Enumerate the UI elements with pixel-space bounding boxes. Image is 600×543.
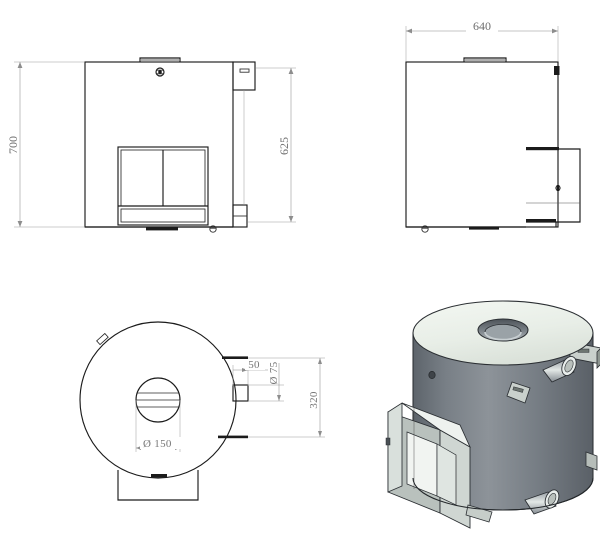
plan-duct-tab — [151, 474, 167, 478]
iso-lower-pipe-bore — [547, 493, 557, 505]
dim-overall-width-640: 640 — [405, 19, 559, 61]
dim-overall-height-700: 700 — [6, 61, 84, 228]
dim-640-arrow-right — [552, 28, 558, 34]
dim-640-label: 640 — [473, 19, 491, 33]
side-base-caster — [421, 225, 429, 233]
front-base-foot — [146, 227, 178, 231]
isometric-view — [385, 300, 600, 529]
dim-625-arrow-bottom — [288, 216, 294, 222]
front-base-caster — [209, 225, 217, 233]
dim-150-arrow-left — [136, 446, 141, 450]
side-elevation-view: 640 — [405, 19, 581, 233]
iso-lifting-lug-front — [506, 381, 531, 404]
dim-flue-diameter-150: Ø 150 — [135, 400, 182, 452]
front-elevation-view: 700 625 — [6, 57, 296, 233]
front-upper-lug-slot — [239, 68, 250, 73]
dim-75-arrow-bottom — [277, 395, 281, 401]
side-top-bracket — [463, 57, 507, 62]
dim-150-text-mask — [140, 437, 182, 449]
plan-outer-shell-circle — [79, 321, 237, 479]
iso-duct-opening-inner — [436, 443, 457, 506]
side-duct-top-plate — [526, 147, 559, 151]
iso-cylinder-bottom-arc — [412, 477, 594, 511]
front-top-bracket — [139, 57, 181, 62]
front-top-bolt-detail — [156, 69, 164, 75]
side-duct-bottom-plate — [526, 219, 556, 223]
iso-duct-bolt — [385, 437, 391, 446]
side-upper-lug — [554, 66, 560, 75]
dim-flue-height-625: 625 — [243, 67, 296, 223]
iso-duct-rear-face — [387, 402, 403, 493]
dim-700-arrow-bottom — [17, 221, 23, 227]
plan-pipe-flange-bottom-fill — [218, 435, 248, 439]
dim-700-label: 700 — [6, 136, 20, 154]
dim-duct-width-320: 320 — [248, 357, 325, 438]
plan-pipe-stub — [232, 384, 249, 402]
iso-lifting-lug-front-slot — [512, 386, 524, 393]
plan-upper-lug — [96, 332, 109, 346]
plan-view: Ø 150 50 Ø 75 320 — [79, 321, 325, 501]
iso-upper-pipe-bore — [564, 359, 574, 373]
front-duct-outline — [117, 146, 209, 226]
front-top-bolt-inner — [158, 70, 162, 74]
side-duct-outline — [526, 148, 581, 227]
iso-lifting-lug-lower — [585, 451, 598, 471]
front-duct-skirt — [120, 208, 206, 223]
iso-lifting-lug-right-edge — [596, 348, 600, 369]
plan-duct-rectangle — [117, 470, 199, 501]
plan-pipe-flange-top-fill — [222, 356, 248, 359]
dim-625-arrow-top — [288, 68, 294, 74]
dim-320-arrow-top — [318, 358, 322, 364]
dim-640-arrow-left — [406, 28, 412, 34]
dim-640-text-mask — [466, 19, 498, 32]
iso-sensor-port — [428, 371, 436, 379]
dim-700-arrow-top — [17, 62, 23, 68]
dim-320-label: 320 — [308, 391, 320, 409]
dim-pipe-diameter-75: Ø 75 — [248, 361, 284, 402]
plan-upper-lug-group — [96, 332, 109, 346]
dim-75-label: Ø 75 — [268, 361, 280, 384]
dim-50-text-mask — [245, 359, 265, 370]
dim-625-label: 625 — [277, 137, 291, 155]
side-base-foot — [469, 227, 499, 230]
iso-flue-collar-highlight — [484, 331, 522, 341]
front-top-bolt-outer — [155, 67, 165, 77]
side-sensor-port-body — [556, 185, 560, 191]
dim-pipe-offset-50: 50 — [232, 359, 268, 386]
dim-50-label: 50 — [248, 359, 260, 371]
dim-150-label: Ø 150 — [143, 438, 172, 450]
iso-duct-top-face — [401, 402, 471, 449]
dim-320-arrow-bottom — [318, 431, 322, 437]
